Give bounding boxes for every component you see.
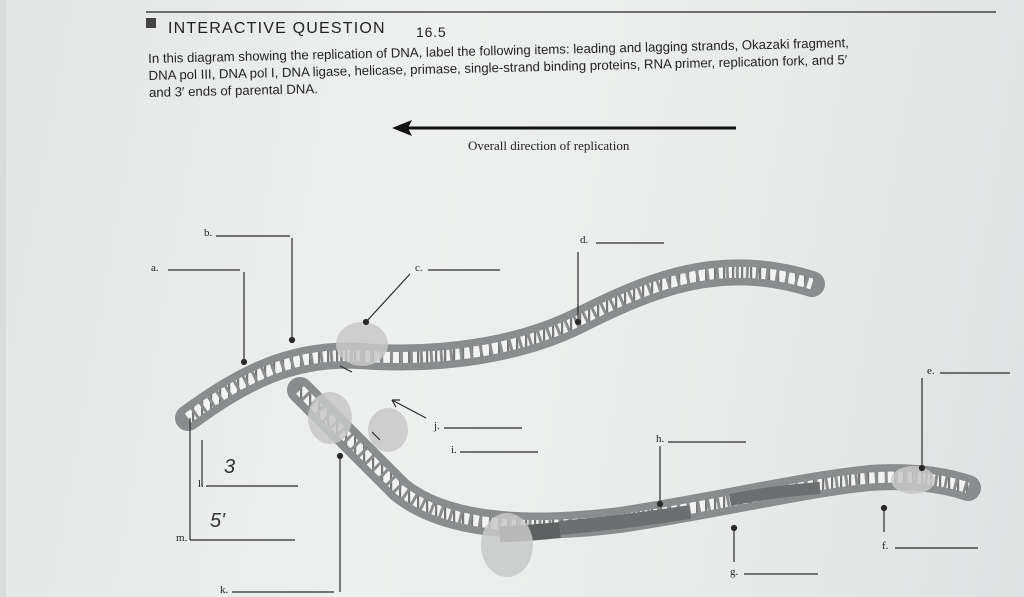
- protein-complexes: [308, 322, 935, 577]
- dna-ligase-icon: [891, 466, 935, 494]
- label-h: h.: [656, 433, 665, 445]
- label-i: i.: [451, 444, 457, 456]
- label-g: g.: [730, 566, 739, 578]
- label-k: k.: [220, 584, 229, 596]
- question-number: 16.5: [416, 24, 447, 40]
- lower-parental-strand: [287, 377, 981, 539]
- handwritten-answer-l: 3: [224, 456, 236, 478]
- label-e: e.: [927, 365, 935, 377]
- label-m: m.: [176, 532, 188, 544]
- dna-pol-iii-icon: [336, 322, 388, 366]
- label-a: a.: [151, 262, 159, 274]
- worksheet-page: [6, 0, 1024, 597]
- fragment-direction-arrows: [339, 365, 427, 441]
- label-b: b.: [204, 227, 213, 239]
- helicase-icon: [308, 392, 352, 444]
- label-f: f.: [882, 540, 889, 552]
- primase-icon: [368, 408, 408, 452]
- direction-arrow-icon: [392, 120, 736, 136]
- direction-label: Overall direction of replication: [468, 138, 630, 153]
- header-rule: [146, 11, 996, 13]
- label-leader-lines: [168, 235, 1010, 593]
- handwritten-answer-m: 5': [210, 510, 225, 532]
- header-bullet-icon: [146, 18, 156, 28]
- question-title: INTERACTIVE QUESTION: [168, 20, 386, 37]
- label-d: d.: [580, 234, 589, 246]
- label-j: j.: [434, 420, 440, 432]
- upper-parental-strand: [175, 259, 825, 431]
- label-c: c.: [415, 262, 423, 274]
- label-l: l.: [198, 478, 204, 490]
- dna-pol-i-icon: [481, 513, 533, 577]
